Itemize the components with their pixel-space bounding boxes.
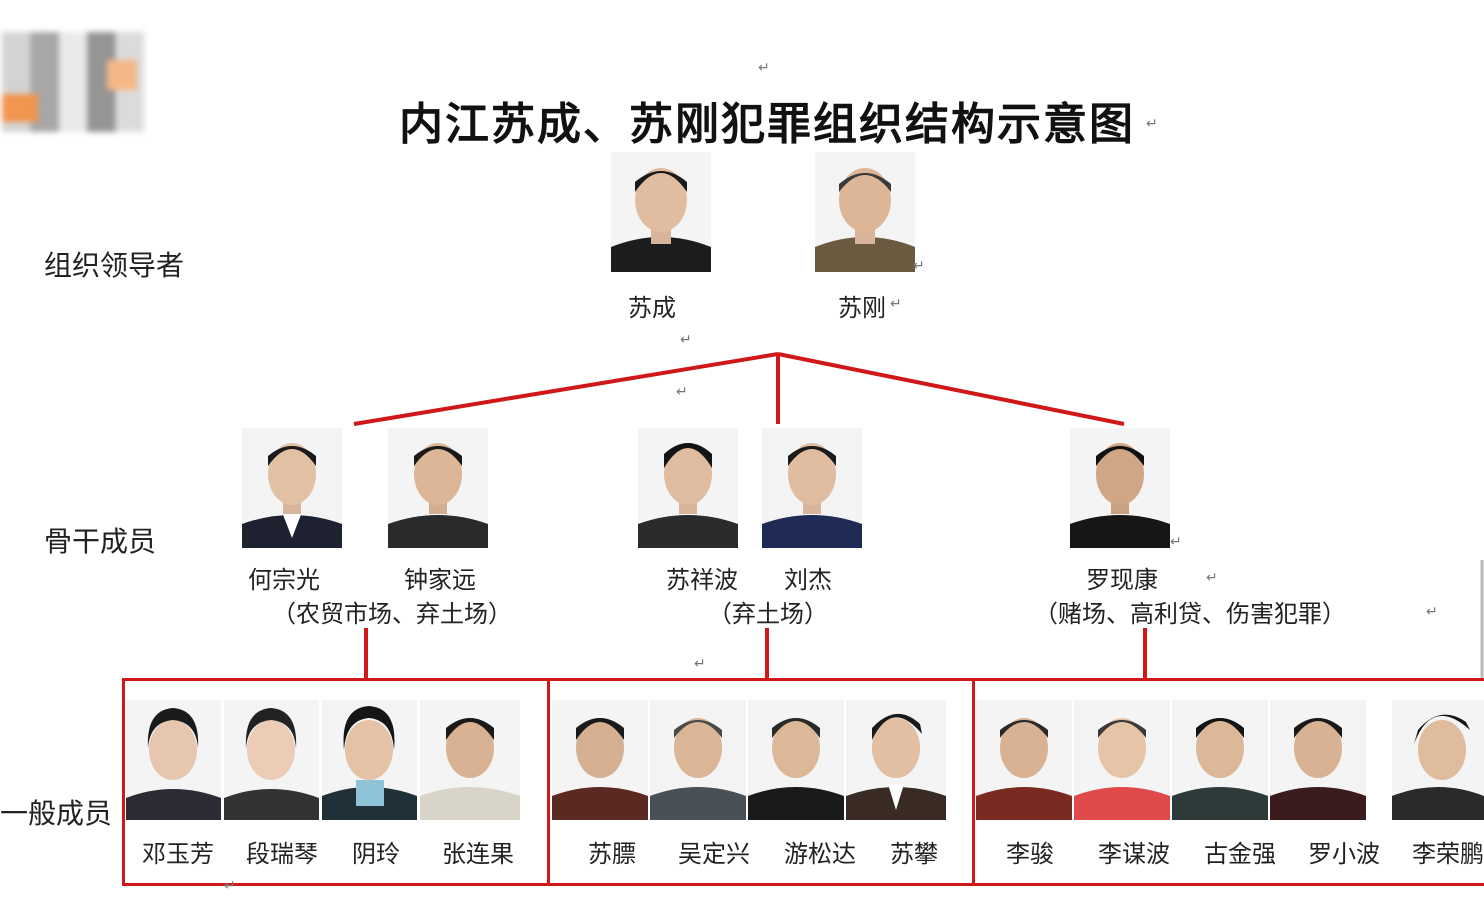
portrait-photo [126,700,221,820]
portrait-photo [815,152,915,272]
return-mark: ↵ [680,332,692,348]
portrait-photo [420,700,520,820]
core-member-name: 何宗光 [248,566,320,594]
portrait-photo [638,428,738,548]
general-member-name: 苏膘 [588,840,636,868]
general-member-name: 罗小波 [1308,840,1380,868]
return-mark: ↵ [676,384,688,400]
row-label-general: 一般成员 [0,797,113,830]
leader-name: 苏成 [628,294,676,322]
row-label-core: 骨干成员 [44,525,157,558]
portrait-photo [224,700,319,820]
portrait-photo [1074,700,1170,820]
return-mark: ↵ [1206,570,1218,586]
return-mark: ↵ [1146,116,1158,132]
diagram-title: 内江苏成、苏刚犯罪组织结构示意图 [399,99,1135,150]
watermark-logo [2,32,144,132]
general-member-name: 古金强 [1204,840,1276,868]
core-group-note: （农贸市场、弃土场） [272,600,512,628]
return-mark: ↵ [1170,534,1182,550]
general-member-name: 李谋波 [1098,840,1170,868]
general-member-name: 段瑞琴 [246,840,318,868]
core-group-note: （赌场、高利贷、伤害犯罪） [1034,600,1346,628]
portrait-photo [388,428,488,548]
return-mark: ↵ [224,878,236,894]
general-member-name: 李荣鹏 [1412,840,1484,868]
core-group-note: （弃土场） [708,600,828,628]
core-member-name: 刘杰 [784,566,832,594]
portrait-photo [1270,700,1366,820]
portrait-photo [552,700,648,820]
general-member-name: 吴定兴 [678,840,750,868]
portrait-photo [748,700,844,820]
return-mark: ↵ [1426,604,1438,620]
portrait-photo [1392,700,1484,820]
portrait-photo [650,700,746,820]
core-member-name: 罗现康 [1086,566,1158,594]
general-member-name: 苏攀 [890,840,938,868]
general-member-name: 张连果 [442,840,514,868]
return-mark: ↵ [890,296,902,312]
row-label-leaders: 组织领导者 [44,249,185,282]
general-member-name: 李骏 [1006,840,1054,868]
member-group-box [972,678,1484,886]
core-member-name: 苏祥波 [666,566,738,594]
portrait-photo [322,700,417,820]
leader-name: 苏刚 [838,294,886,322]
portrait-photo [846,700,946,820]
general-member-name: 阴玲 [352,840,400,868]
general-member-name: 邓玉芳 [142,840,214,868]
portrait-photo [762,428,862,548]
return-mark: ↵ [694,656,706,672]
portrait-photo [1070,428,1170,548]
core-member-name: 钟家远 [404,566,476,594]
general-member-name: 游松达 [784,840,856,868]
return-mark: ↵ [913,258,925,274]
portrait-photo [1172,700,1268,820]
portrait-photo [976,700,1072,820]
return-mark: ↵ [758,60,770,76]
portrait-photo [611,152,711,272]
portrait-photo [242,428,342,548]
